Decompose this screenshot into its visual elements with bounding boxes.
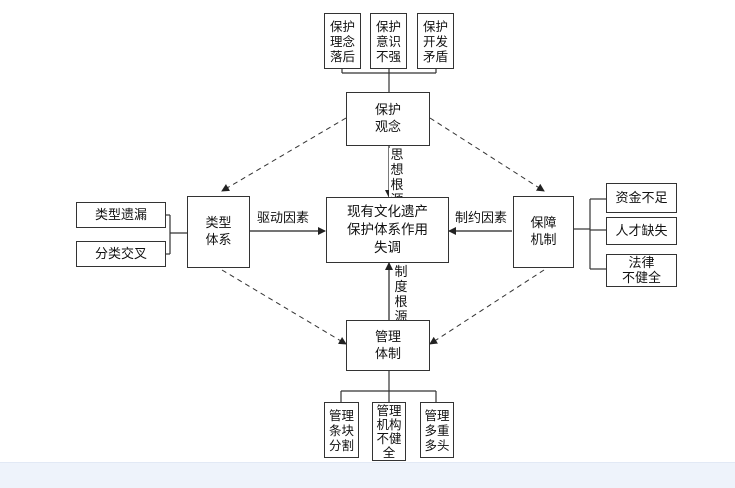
- cause-box-bottom-1: 管理 条块 分割: [324, 402, 359, 458]
- node-guarantee-mechanism: 保障 机制: [513, 196, 574, 268]
- cause-box-right-1: 资金不足: [606, 183, 677, 213]
- cause-box-bottom-3: 管理 多重 多头: [420, 402, 454, 458]
- diagram-connectors: [166, 68, 606, 402]
- dashed-left-bottom: [221, 269, 347, 345]
- cause-box-top-1: 保护 理念 落后: [324, 13, 361, 69]
- node-management-system: 管理 体制: [346, 320, 430, 371]
- bottom-strip: [0, 462, 735, 488]
- center-node: 现有文化遗产 保护体系作用 失调: [326, 197, 449, 263]
- label-driving-factor: 驱动因素: [257, 211, 310, 226]
- cause-box-left-2: 分类交叉: [76, 241, 166, 267]
- cause-box-right-2: 人才缺失: [606, 217, 677, 245]
- label-institutional-root: 制 度 根 源: [393, 265, 409, 325]
- cause-box-top-3: 保护 开发 矛盾: [417, 13, 454, 69]
- dashed-top-left: [221, 117, 347, 192]
- node-type-system: 类型 体系: [187, 196, 250, 268]
- cause-box-right-3: 法律 不健全: [606, 254, 677, 287]
- cause-box-top-2: 保护 意识 不强: [370, 13, 407, 69]
- label-constraint-factor: 制约因素: [455, 211, 508, 226]
- node-protection-concept: 保护 观念: [346, 92, 430, 146]
- cause-box-bottom-2: 管理 机构 不健 全: [372, 402, 406, 461]
- dashed-top-right: [429, 117, 545, 192]
- cause-box-left-1: 类型遗漏: [76, 202, 166, 228]
- dashed-right-bottom: [429, 269, 545, 345]
